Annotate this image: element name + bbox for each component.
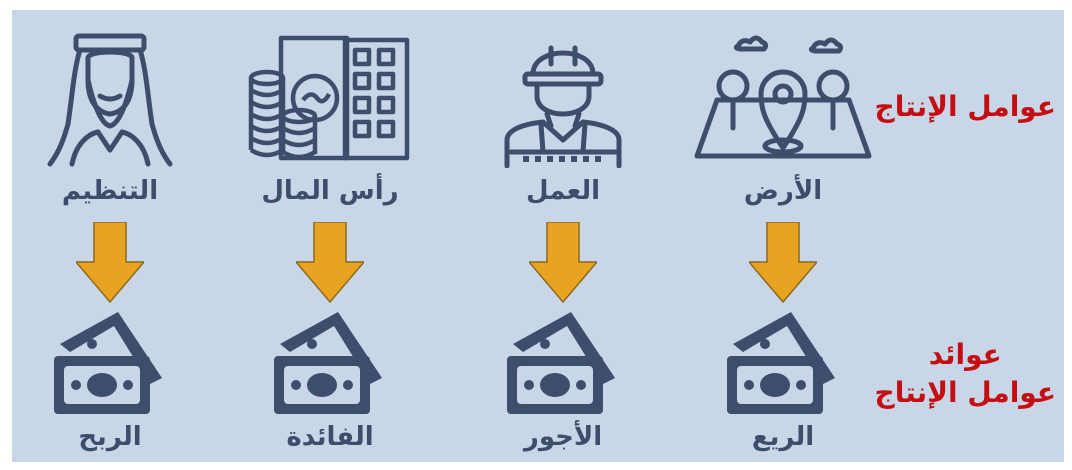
worker-icon bbox=[504, 45, 622, 168]
returns-title: عوائد عوامل الإنتاج bbox=[875, 336, 1056, 412]
factor-land: الأرض الريع bbox=[693, 10, 873, 462]
return-label: الريع bbox=[751, 422, 815, 452]
banknote-icon bbox=[54, 312, 162, 414]
banknote-icon bbox=[274, 312, 382, 414]
factor-organisation: التنظيم الربح bbox=[20, 10, 200, 462]
factor-label: التنظيم bbox=[61, 176, 159, 206]
down-arrow-icon bbox=[749, 222, 817, 304]
banknote-icon bbox=[727, 312, 835, 414]
return-label: الربح bbox=[78, 422, 142, 452]
factor-labour: العمل الأجور bbox=[473, 10, 653, 462]
return-label: الأجور bbox=[523, 422, 603, 452]
diagram-canvas: عوامل الإنتاج عوائد عوامل الإنتاج bbox=[12, 10, 1064, 462]
returns-title-line2: عوامل الإنتاج bbox=[874, 375, 1056, 409]
returns-title-line1: عوائد bbox=[928, 338, 1002, 371]
land-map-icon bbox=[694, 35, 872, 159]
entrepreneur-icon bbox=[47, 33, 173, 167]
factor-label: رأس المال bbox=[261, 176, 399, 206]
factors-title: عوامل الإنتاج bbox=[874, 90, 1056, 123]
banknote-icon bbox=[507, 312, 615, 414]
down-arrow-icon bbox=[76, 222, 144, 304]
down-arrow-icon bbox=[296, 222, 364, 304]
factor-label: العمل bbox=[526, 176, 600, 206]
factor-label: الأرض bbox=[743, 176, 823, 206]
factor-capital: رأس المال الفائدة bbox=[240, 10, 420, 462]
capital-icon bbox=[248, 35, 410, 161]
down-arrow-icon bbox=[529, 222, 597, 304]
return-label: الفائدة bbox=[286, 422, 374, 452]
